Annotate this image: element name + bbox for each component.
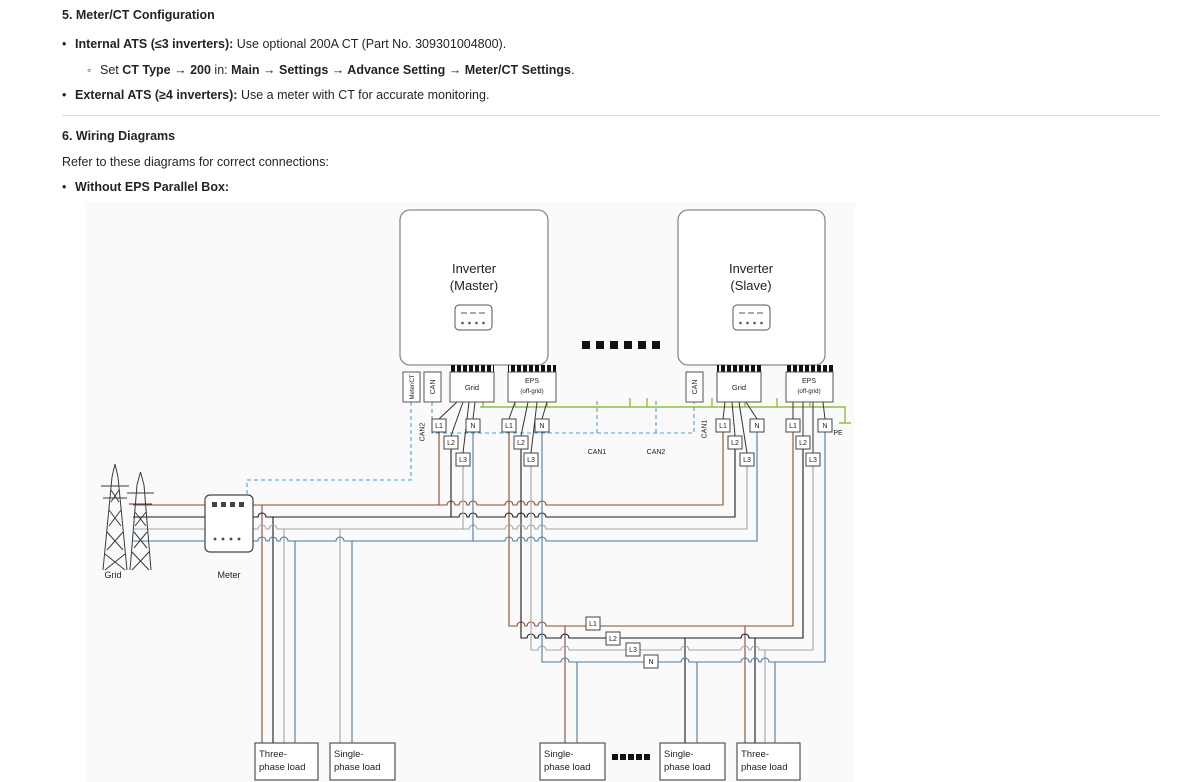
- sub-bullet-ct-type-text: Set CT Type → 200 in: Main → Settings → …: [100, 62, 574, 79]
- port-can-label: CAN: [430, 380, 437, 395]
- bullet-without-eps: Without EPS Parallel Box:: [62, 179, 1160, 195]
- bus-label-l1: L1: [589, 621, 597, 628]
- bullet-external-ats-rest: Use a meter with CT for accurate monitor…: [237, 88, 490, 103]
- bus-label-n: N: [648, 659, 653, 666]
- bullet-internal-ats-bold: Internal ATS (≤3 inverters):: [75, 37, 234, 52]
- sub-bold2: Main → Settings → Advance Setting → Mete…: [231, 62, 571, 77]
- section5-heading: 5. Meter/CT Configuration: [62, 8, 215, 22]
- inverter-master: Inverter (Master): [399, 209, 549, 366]
- can2-rotated-label: CAN2: [420, 423, 427, 442]
- terminal-l1: L1: [435, 423, 443, 430]
- more-loads-dots-icon: [612, 754, 650, 761]
- terminal-l3: L3: [809, 457, 817, 464]
- l3-wires: [133, 466, 814, 744]
- sub-bullet-icon: [87, 62, 100, 79]
- sub-mid: in:: [210, 62, 232, 77]
- load-single-phase-1-line1: Single-: [334, 749, 364, 760]
- meter-caption: Meter: [217, 570, 240, 580]
- bus-label-l2: L2: [609, 636, 617, 643]
- terminal-l3: L3: [743, 457, 751, 464]
- load-single-phase-1-line2: phase load: [334, 762, 380, 773]
- master-ports: Meter/CT CAN Grid EPS (off-grid): [402, 371, 557, 403]
- l2-wires: [133, 449, 804, 744]
- bullet-internal-ats: Internal ATS (≤3 inverters): Use optiona…: [62, 36, 1160, 52]
- can1-rotated-label: CAN1: [702, 420, 709, 439]
- load-single-phase-3-line1: Single-: [664, 749, 694, 760]
- load-three-phase-1-line1: Three-: [259, 749, 287, 760]
- can-parallel-wire: [431, 402, 695, 434]
- port-can-label: CAN: [692, 380, 699, 395]
- can-stub-wires: [596, 400, 657, 434]
- display-icon: [732, 304, 771, 331]
- load-single-phase-2-line2: phase load: [544, 762, 590, 773]
- sub-bullet-ct-type: Set CT Type → 200 in: Main → Settings → …: [87, 62, 1160, 79]
- bullet-internal-ats-rest: Use optional 200A CT (Part No. 309301004…: [233, 37, 507, 52]
- bullet-icon: [62, 36, 75, 52]
- bullet-external-ats-text: External ATS (≥4 inverters): Use a meter…: [75, 87, 489, 103]
- meter-ct-wire: [246, 402, 412, 495]
- terminal-l2: L2: [731, 440, 739, 447]
- terminal-l3: L3: [527, 457, 535, 464]
- port-grid-label: Grid: [732, 383, 746, 392]
- sub-pre: Set: [100, 62, 123, 77]
- section6-heading: 6. Wiring Diagrams: [62, 129, 176, 144]
- port-meter-ct-label: Meter/CT: [410, 374, 416, 399]
- terminal-l1: L1: [505, 423, 513, 430]
- n-wires: [133, 432, 826, 744]
- port-eps-sublabel: (off-grid): [797, 388, 820, 395]
- terminal-l2: L2: [447, 440, 455, 447]
- slave-ports: CAN Grid EPS (off-grid): [685, 371, 834, 403]
- display-icon: [454, 304, 493, 331]
- section-divider: [62, 115, 1160, 117]
- bullet-internal-ats-text: Internal ATS (≤3 inverters): Use optiona…: [75, 36, 506, 52]
- section6-intro: Refer to these diagrams for correct conn…: [62, 154, 329, 169]
- port-eps-label: EPS: [802, 378, 816, 385]
- terminal-l3: L3: [459, 457, 467, 464]
- grid-caption: Grid: [104, 570, 121, 580]
- sub-post: .: [570, 62, 575, 77]
- can2-label: CAN2: [647, 449, 666, 456]
- meter-icon: [204, 494, 254, 553]
- bullet-icon: [62, 179, 75, 195]
- terminal-n: N: [822, 423, 827, 430]
- inverter-master-label: Inverter: [452, 261, 497, 276]
- can-wires: [246, 400, 695, 495]
- terminal-n: N: [470, 423, 475, 430]
- terminal-n: N: [539, 423, 544, 430]
- more-inverters-dots-icon: [582, 341, 660, 350]
- inverter-slave-label: Inverter: [729, 261, 774, 276]
- terminal-l2: L2: [517, 440, 525, 447]
- bullet-icon: [62, 87, 75, 103]
- terminal-n: N: [754, 423, 759, 430]
- bus-label-l3: L3: [629, 647, 637, 654]
- can1-label: CAN1: [588, 449, 607, 456]
- load-single-phase-2-line1: Single-: [544, 749, 574, 760]
- inverter-slave-sublabel: (Slave): [730, 278, 771, 293]
- sub-bold1: CT Type → 200: [122, 62, 211, 77]
- bullet-external-ats: External ATS (≥4 inverters): Use a meter…: [62, 87, 1160, 103]
- inverter-slave: Inverter (Slave): [677, 209, 826, 366]
- inverter-master-sublabel: (Master): [450, 278, 498, 293]
- terminal-l1: L1: [789, 423, 797, 430]
- port-eps-sublabel: (off-grid): [520, 388, 543, 395]
- load-single-phase-3-line2: phase load: [664, 762, 710, 773]
- grid-towers-icon: [101, 463, 154, 571]
- wiring-diagram: Inverter (Master) Inverter (Slave): [85, 202, 855, 782]
- load-three-phase-2-line2: phase load: [741, 762, 787, 773]
- load-three-phase-2-line1: Three-: [741, 749, 769, 760]
- terminal-labels: L1 N L2 L3 L1 N L2 L3 L1 N L2 L3 L1 N L2…: [431, 418, 833, 669]
- port-grid-label: Grid: [465, 383, 479, 392]
- load-three-phase-1-line2: phase load: [259, 762, 305, 773]
- terminal-stub-wires: [438, 401, 826, 454]
- pe-label: PE: [833, 430, 843, 437]
- bullet-without-eps-bold: Without EPS Parallel Box:: [75, 179, 230, 194]
- bullet-external-ats-bold: External ATS (≥4 inverters):: [75, 88, 238, 103]
- wiring-diagram-svg: Inverter (Master) Inverter (Slave): [85, 202, 855, 782]
- terminal-l1: L1: [719, 423, 727, 430]
- port-eps-label: EPS: [525, 378, 539, 385]
- terminal-l2: L2: [799, 440, 807, 447]
- terminal-strips: [450, 365, 833, 373]
